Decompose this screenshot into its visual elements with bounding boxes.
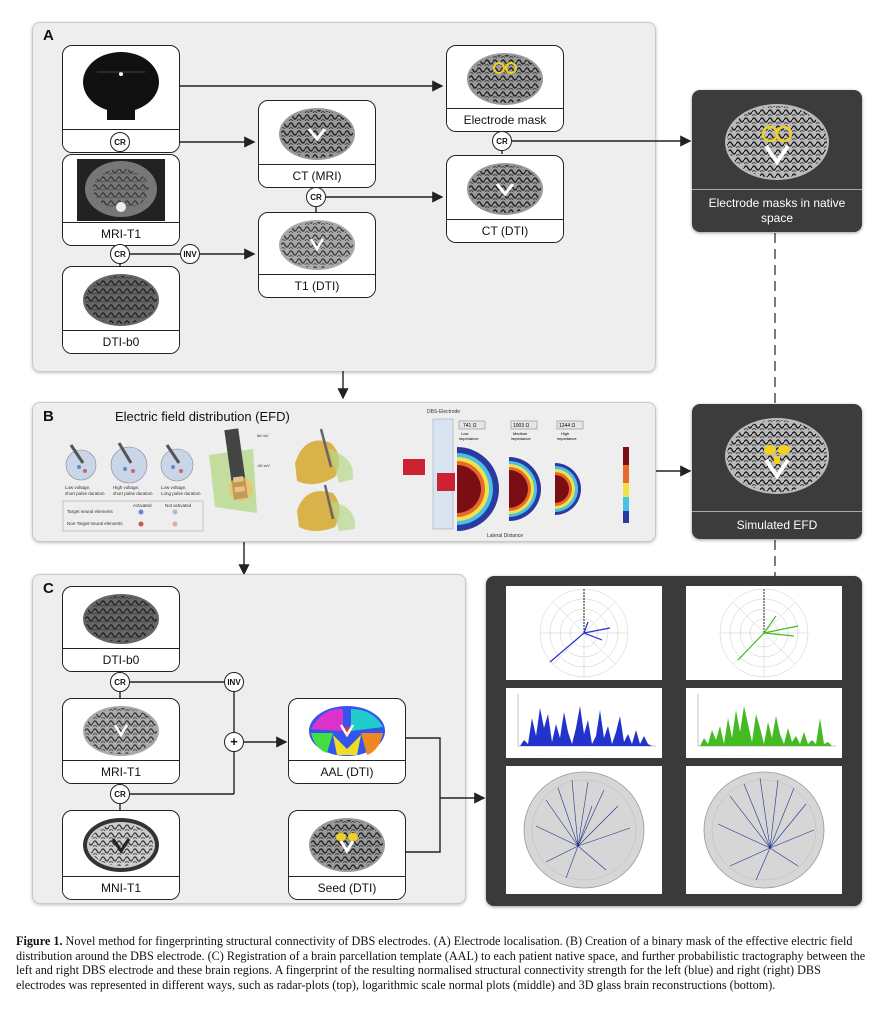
cr-node-c2: CR (110, 784, 130, 804)
c-dti-b0-image (77, 591, 165, 647)
ct-mri-image (273, 105, 361, 163)
svg-text:1244 Ω: 1244 Ω (559, 423, 576, 429)
c-dti-b0-label: DTI-b0 (63, 648, 179, 671)
cond-b-label: High voltage, (113, 485, 139, 490)
mri-t1-image (77, 159, 165, 221)
efd-title: Electric field distribution (EFD) (115, 409, 290, 424)
svg-text:High: High (561, 431, 569, 436)
svg-text:Medium: Medium (513, 431, 528, 436)
cr-node-a4: CR (492, 131, 512, 151)
t1-dti-box: T1 (DTI) (258, 212, 376, 298)
mni-t1-box: MNI-T1 (62, 810, 180, 900)
cond-c-label: Low voltage, (161, 485, 186, 490)
cr-node-c1: CR (110, 672, 130, 692)
simulated-efd-label: Simulated EFD (692, 511, 862, 539)
caption-text: Novel method for fingerprinting structur… (16, 934, 866, 992)
seed-dti-box: Seed (DTI) (288, 810, 406, 900)
ct-mri-label: CT (MRI) (259, 164, 375, 187)
c-mri-t1-image (77, 703, 165, 759)
figure-label: Figure 1. (16, 934, 63, 948)
dti-b0-box: DTI-b0 (62, 266, 180, 354)
ct-dti-box: CT (DTI) (446, 155, 564, 243)
svg-text:impedance: impedance (511, 436, 531, 441)
electrode-field-illustration: 56 mV -60 mV (209, 428, 356, 531)
dti-b0-label: DTI-b0 (63, 330, 179, 353)
ct-dti-label: CT (DTI) (447, 219, 563, 242)
seed-dti-label: Seed (DTI) (289, 876, 405, 899)
cond-a-label: Low voltage, (65, 485, 90, 490)
svg-text:impedance: impedance (557, 436, 577, 441)
simulated-efd-image (725, 418, 829, 494)
mri-t1-label: MRI-T1 (63, 222, 179, 245)
dti-b0-image (77, 271, 165, 329)
cr-node-a1: CR (110, 132, 130, 152)
seed-dti-image (303, 815, 391, 875)
svg-text:-60 mV: -60 mV (257, 463, 270, 468)
svg-text:56 mV: 56 mV (257, 433, 269, 438)
inv-node-a: INV (180, 244, 200, 264)
svg-text:Low: Low (461, 431, 468, 436)
svg-text:Target neural elements: Target neural elements (67, 509, 114, 514)
ct-image (77, 50, 165, 120)
log-plot-left: · · · · · · · · · · · · · · · · · · · · … (506, 688, 662, 758)
electrode-mask-box: Electrode mask (446, 45, 564, 132)
cr-node-a2: CR (110, 244, 130, 264)
mni-t1-label: MNI-T1 (63, 876, 179, 899)
svg-text:Not activated: Not activated (165, 503, 192, 508)
svg-text:Lateral Distance: Lateral Distance (487, 533, 523, 539)
fingerprint-results-panel: · · · · · · · · · · · · · · · · · · · · … (486, 576, 862, 906)
svg-text:1003 Ω: 1003 Ω (513, 423, 530, 429)
svg-text:· · · · · · · · · · · · · · ·: · · · · · · · · · · · · · · · · · · · · … (536, 753, 592, 757)
electrode-mask-label: Electrode mask (447, 108, 563, 131)
activation-schematic: Low voltage, short pulse duration High v… (62, 442, 204, 532)
panel-b: B Electric field distribution (EFD) Low … (32, 402, 656, 542)
svg-text:short pulse duration: short pulse duration (65, 491, 105, 496)
aal-dti-label: AAL (DTI) (289, 760, 405, 783)
electrode-masks-image (725, 104, 829, 180)
radar-plot-right (686, 586, 842, 680)
plus-node-c: + (224, 732, 244, 752)
c-mri-t1-label: MRI-T1 (63, 760, 179, 783)
c-dti-b0-box: DTI-b0 (62, 586, 180, 672)
ct-dti-image (461, 160, 549, 218)
svg-text:short pulse duration: short pulse duration (113, 491, 153, 496)
aal-dti-image (303, 703, 391, 759)
c-mri-t1-box: MRI-T1 (62, 698, 180, 784)
svg-text:Non-Target neural elements: Non-Target neural elements (67, 521, 123, 526)
panel-c-letter: C (43, 580, 54, 597)
electrode-masks-native-box: Electrode masks in native space (692, 90, 862, 232)
electrode-mask-image (461, 50, 549, 107)
svg-text:741 Ω: 741 Ω (463, 423, 477, 429)
inv-node-c: INV (224, 672, 244, 692)
simulated-efd-box: Simulated EFD (692, 404, 862, 539)
glass-brain-left (506, 766, 662, 894)
svg-text:Activated: Activated (133, 503, 152, 508)
t1-dti-image (273, 217, 361, 273)
mri-t1-box: MRI-T1 (62, 154, 180, 246)
figure-caption: Figure 1. Novel method for fingerprintin… (16, 934, 868, 992)
svg-text:impedance: impedance (459, 436, 479, 441)
radar-plot-left (506, 586, 662, 680)
t1-dti-label: T1 (DTI) (259, 274, 375, 297)
electrode-masks-label: Electrode masks in native space (692, 189, 862, 232)
panel-b-letter: B (43, 408, 54, 425)
panel-a-letter: A (43, 27, 54, 44)
glass-brain-right (686, 766, 842, 894)
ct-mri-box: CT (MRI) (258, 100, 376, 188)
cr-node-a3: CR (306, 187, 326, 207)
svg-text:· · · · · · · · · · · · · · ·: · · · · · · · · · · · · · · · · · · · · … (716, 753, 772, 757)
svg-text:Long pulse duration: Long pulse duration (161, 491, 201, 496)
svg-text:DBS-Electrode: DBS-Electrode (427, 409, 460, 415)
log-plot-right: · · · · · · · · · · · · · · · · · · · · … (686, 688, 842, 758)
aal-dti-box: AAL (DTI) (288, 698, 406, 784)
mni-t1-image (77, 815, 165, 875)
ct-box: CT (62, 45, 180, 153)
